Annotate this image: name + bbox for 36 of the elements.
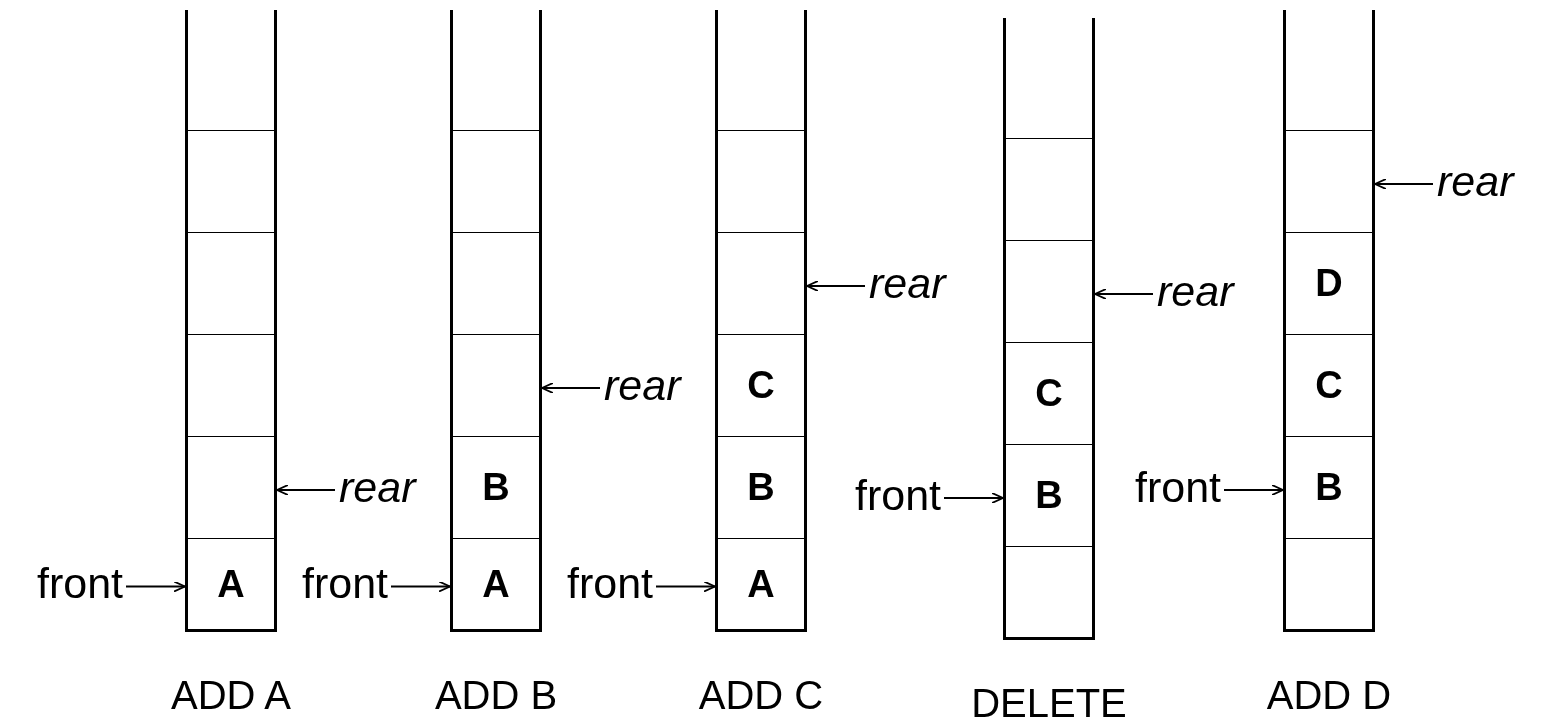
queue-slot: A — [718, 538, 804, 629]
pointer-arrow — [390, 580, 451, 593]
queue-slot: B — [1286, 436, 1372, 538]
front-pointer-label: front — [566, 562, 653, 605]
rear-pointer-label: rear — [869, 261, 946, 305]
queue-slot: C — [1286, 334, 1372, 436]
queue-slot: C — [718, 334, 804, 436]
queue-slot: A — [453, 538, 539, 629]
pointer-arrow — [125, 580, 186, 593]
queue-slot: A — [188, 538, 274, 629]
pointer-arrow — [1094, 288, 1154, 300]
pointer-arrow — [655, 580, 716, 593]
pointer-arrow — [943, 492, 1004, 504]
operation-caption: DELETE — [971, 681, 1127, 726]
queue-slot: C — [1006, 342, 1092, 444]
rear-pointer-label: rear — [339, 465, 416, 509]
pointer-arrow — [1374, 178, 1434, 190]
queue-slot: B — [718, 436, 804, 538]
front-pointer-label: front — [301, 562, 388, 605]
queue-slot: B — [1006, 444, 1092, 546]
pointer-arrow — [541, 382, 601, 394]
rear-pointer-label: rear — [1437, 159, 1514, 203]
front-pointer-label: front — [1134, 465, 1221, 509]
pointer-arrow — [1223, 484, 1284, 496]
pointer-arrow — [276, 484, 336, 496]
operation-caption: ADD C — [698, 673, 824, 718]
front-pointer-label: front — [854, 473, 941, 517]
front-pointer-label: front — [36, 562, 123, 605]
operation-caption: ADD B — [434, 673, 558, 718]
pointer-arrow — [806, 280, 866, 292]
queue-slot: B — [453, 436, 539, 538]
queue-slot: D — [1286, 232, 1372, 334]
operation-caption: ADD A — [171, 673, 291, 718]
operation-caption: ADD D — [1266, 673, 1392, 718]
rear-pointer-label: rear — [604, 363, 681, 407]
rear-pointer-label: rear — [1157, 269, 1234, 313]
